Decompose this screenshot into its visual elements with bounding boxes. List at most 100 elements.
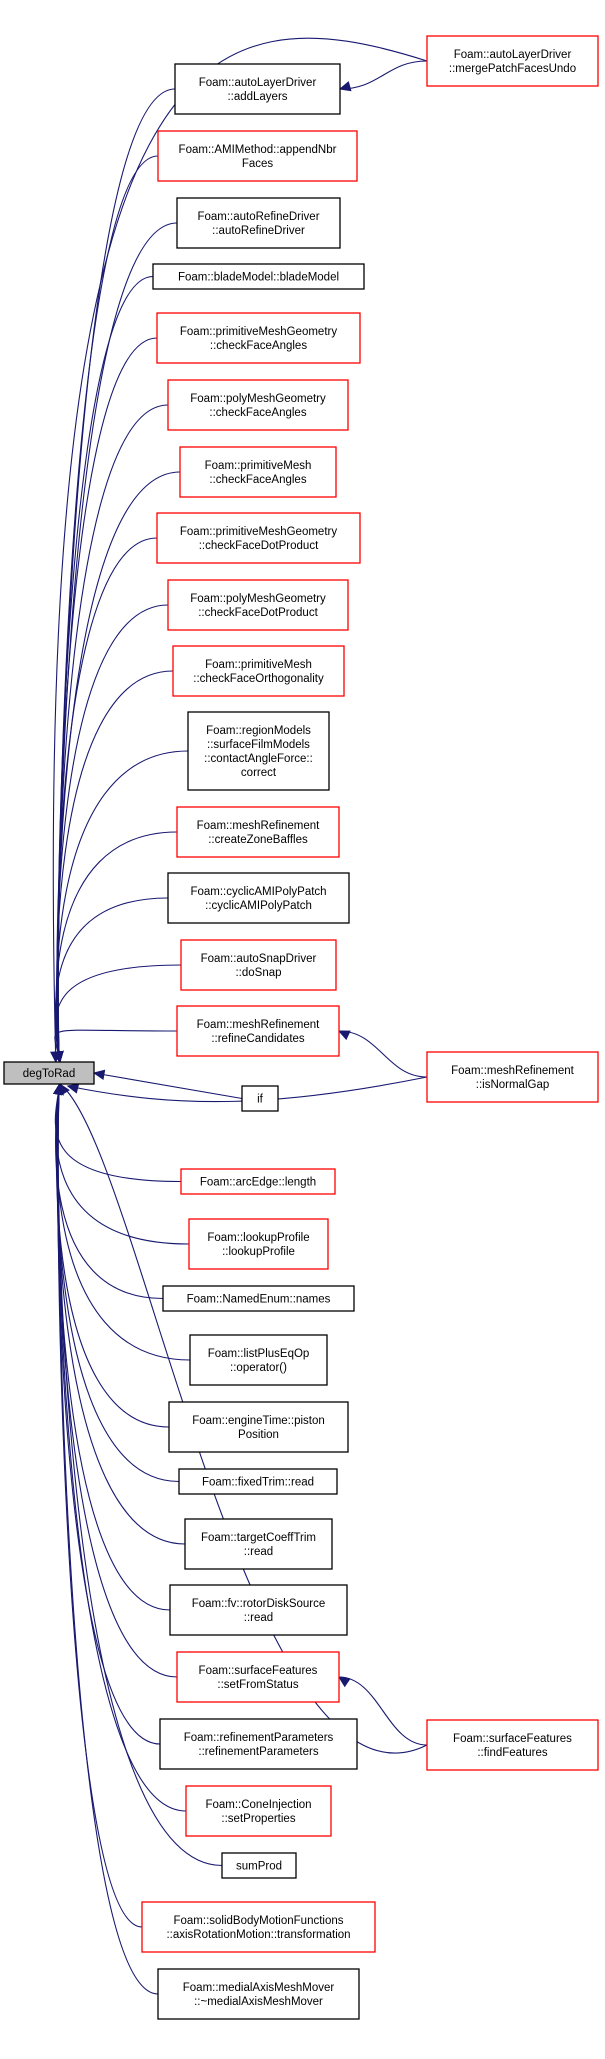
caller-node[interactable]: Foam::targetCoeffTrim::read: [184, 1518, 333, 1570]
caller-node[interactable]: Foam::meshRefinement::refineCandidates: [176, 1005, 340, 1057]
caller-node[interactable]: Foam::fv::rotorDiskSource::read: [169, 1584, 348, 1636]
call-edge: [54, 897, 169, 1063]
caller-node[interactable]: Foam::bladeModel::bladeModel: [152, 263, 365, 290]
call-edge: [93, 1072, 243, 1100]
node-label-line: ::checkFaceOrthogonality: [193, 673, 324, 685]
root-node[interactable]: degToRad: [3, 1061, 95, 1085]
node-label-line: correct: [241, 767, 277, 779]
node-label-line: Foam::primitiveMeshGeometry: [180, 526, 337, 538]
call-edge: [67, 1076, 428, 1103]
caller-node[interactable]: Foam::solidBodyMotionFunctions::axisRota…: [141, 1901, 376, 1953]
node-box: [221, 1852, 297, 1879]
caller-node[interactable]: Foam::polyMeshGeometry::checkFaceAngles: [167, 379, 349, 431]
node-label-line: degToRad: [23, 1068, 75, 1080]
node-label-line: Foam::lookupProfile: [207, 1232, 309, 1244]
node-label-line: Faces: [242, 158, 274, 170]
caller-node[interactable]: Foam::autoLayerDriver::mergePatchFacesUn…: [426, 35, 599, 87]
caller-node[interactable]: Foam::ConeInjection::setProperties: [185, 1785, 332, 1837]
nodes-layer: degToRad Foam::autoLayerDriver::addLayers…: [3, 35, 599, 2020]
caller-node[interactable]: Foam::primitiveMeshGeometry::checkFaceDo…: [156, 512, 361, 564]
caller-node[interactable]: Foam::autoRefineDriver::autoRefineDriver: [176, 197, 341, 249]
caller-node[interactable]: Foam::primitiveMesh::checkFaceAngles: [179, 446, 337, 498]
caller-node[interactable]: Foam::cyclicAMIPolyPatch::cyclicAMIPolyP…: [167, 872, 350, 924]
caller-node[interactable]: Foam::fixedTrim::read: [178, 1468, 338, 1495]
node-label-line: Foam::polyMeshGeometry: [190, 393, 326, 405]
node-box: [169, 1584, 348, 1636]
caller-node[interactable]: Foam::primitiveMesh::checkFaceOrthogonal…: [172, 645, 345, 697]
node-box: [156, 312, 361, 364]
caller-node[interactable]: sumProd: [221, 1852, 297, 1879]
edge-arrowhead: [338, 81, 352, 92]
node-label-line: ::axisRotationMotion::transformation: [166, 1929, 350, 1941]
caller-node[interactable]: Foam::NamedEnum::names: [162, 1285, 355, 1312]
node-label-line: ::read: [244, 1546, 273, 1558]
call-edge: [55, 1083, 190, 1245]
node-label-line: Position: [238, 1429, 279, 1441]
caller-node[interactable]: Foam::autoSnapDriver::doSnap: [180, 939, 337, 991]
node-label-line: Foam::arcEdge::length: [200, 1177, 316, 1189]
caller-node[interactable]: Foam::surfaceFeatures::findFeatures: [426, 1719, 599, 1771]
call-edge: [52, 37, 428, 1063]
edge-arrowhead: [59, 1082, 70, 1096]
call-edge: [56, 604, 169, 1063]
call-edge: [55, 1083, 164, 1300]
caller-node[interactable]: Foam::lookupProfile::lookupProfile: [188, 1218, 329, 1270]
node-label-line: Foam::surfaceFeatures: [453, 1733, 572, 1745]
node-label-line: ::contactAngleForce::: [204, 753, 313, 765]
caller-node[interactable]: Foam::meshRefinement::isNormalGap: [426, 1051, 599, 1103]
node-label-line: ::createZoneBaffles: [208, 834, 308, 846]
node-box: [426, 1051, 599, 1103]
node-label-line: Foam::primitiveMesh: [205, 460, 312, 472]
node-label-line: ::setFromStatus: [217, 1679, 298, 1691]
caller-node[interactable]: if: [241, 1085, 279, 1112]
caller-node[interactable]: Foam::primitiveMeshGeometry::checkFaceAn…: [156, 312, 361, 364]
node-label-line: ::autoRefineDriver: [212, 225, 305, 237]
node-label-line: Foam::medialAxisMeshMover: [183, 1982, 335, 1994]
node-box: [188, 1218, 329, 1270]
node-label-line: ::addLayers: [227, 91, 287, 103]
node-label-line: Foam::autoSnapDriver: [201, 953, 317, 965]
node-label-line: Foam::cyclicAMIPolyPatch: [190, 886, 326, 898]
edge-arrowhead: [92, 1069, 106, 1080]
node-label-line: Foam::engineTime::piston: [192, 1415, 325, 1427]
node-label-line: Foam::targetCoeffTrim: [201, 1532, 316, 1544]
node-label-line: Foam::regionModels: [206, 725, 311, 737]
call-edge: [56, 670, 174, 1063]
call-edge: [55, 1083, 191, 1361]
node-label-line: ::isNormalGap: [476, 1079, 550, 1091]
call-edge: [55, 831, 178, 1063]
node-box: [156, 512, 361, 564]
caller-node[interactable]: Foam::listPlusEqOp::operator(): [189, 1334, 328, 1386]
node-label-line: Foam::meshRefinement: [197, 820, 321, 832]
call-edge: [57, 1083, 187, 1812]
node-label-line: Foam::primitiveMesh: [205, 659, 312, 671]
node-label-line: ::~medialAxisMeshMover: [194, 1996, 323, 2008]
edge-arrowhead: [50, 1051, 61, 1064]
call-edge: [339, 60, 428, 90]
node-box: [179, 446, 337, 498]
node-label-line: ::setProperties: [221, 1813, 295, 1825]
node-label-line: ::lookupProfile: [222, 1246, 295, 1258]
node-box: [180, 939, 337, 991]
caller-node[interactable]: Foam::medialAxisMeshMover::~medialAxisMe…: [157, 1968, 360, 2020]
node-label-line: ::refinementParameters: [198, 1746, 318, 1758]
node-label-line: ::checkFaceDotProduct: [198, 607, 318, 619]
node-label-line: ::operator(): [230, 1362, 287, 1374]
node-box: [180, 1168, 336, 1195]
call-edge: [56, 1083, 178, 1678]
caller-node[interactable]: Foam::arcEdge::length: [180, 1168, 336, 1195]
caller-node[interactable]: Foam::surfaceFeatures::setFromStatus: [176, 1651, 340, 1703]
caller-node[interactable]: Foam::autoLayerDriver::addLayers: [174, 63, 341, 115]
call-edge: [54, 964, 182, 1063]
call-edge: [56, 1083, 180, 1483]
caller-node[interactable]: Foam::meshRefinement::createZoneBaffles: [176, 806, 340, 858]
caller-node[interactable]: Foam::polyMeshGeometry::checkFaceDotProd…: [167, 579, 349, 631]
node-box: [3, 1061, 95, 1085]
caller-node[interactable]: Foam::regionModels::surfaceFilmModels::c…: [187, 711, 330, 791]
caller-node[interactable]: Foam::refinementParameters::refinementPa…: [159, 1718, 358, 1770]
node-label-line: ::findFeatures: [477, 1747, 548, 1759]
node-label-line: ::doSnap: [235, 967, 281, 979]
call-edge: [57, 1083, 143, 1928]
